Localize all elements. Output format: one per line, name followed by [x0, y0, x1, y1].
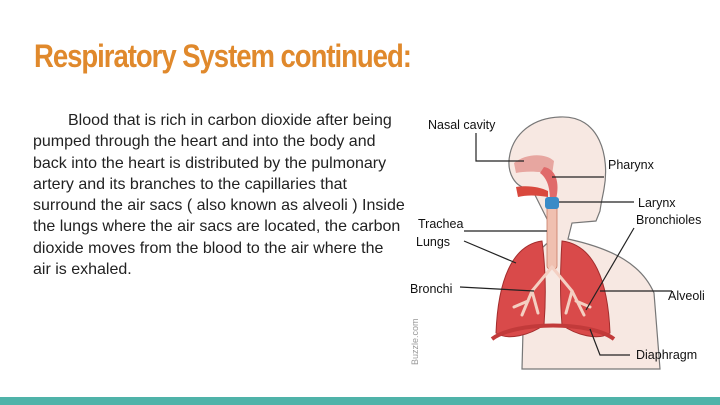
diagram-credit: Buzzle.com: [410, 318, 420, 365]
leader-bronchi: [459, 286, 535, 292]
respiratory-diagram-svg: Nasal cavity Pharynx Larynx Bronchioles …: [410, 116, 705, 370]
label-bronchioles: Bronchioles: [636, 213, 701, 227]
leader-lungs: [463, 240, 517, 264]
larynx-shape: [545, 197, 559, 209]
label-pharynx: Pharynx: [608, 158, 655, 172]
trachea-shape: [546, 198, 558, 270]
label-nasal-cavity: Nasal cavity: [428, 118, 496, 132]
leader-diaphragm: [589, 328, 630, 356]
mouth-shape: [516, 186, 548, 197]
label-trachea: Trachea: [418, 217, 463, 231]
label-diaphragm: Diaphragm: [636, 348, 697, 362]
label-lungs: Lungs: [416, 235, 450, 249]
diaphragm-shape: [490, 323, 616, 341]
leader-bronchioles: [585, 227, 635, 311]
label-bronchi: Bronchi: [410, 282, 452, 296]
bottom-accent-bar: [0, 397, 720, 405]
slide-body-text: Blood that is rich in carbon dioxide aft…: [33, 112, 405, 279]
slide-title: Respiratory System continued:: [34, 38, 412, 74]
leader-nasal-cavity: [475, 133, 524, 162]
pharynx-shape: [540, 167, 558, 201]
label-larynx: Larynx: [638, 196, 676, 210]
label-alveoli: Alveoli: [668, 289, 705, 303]
left-lung-shape: [495, 240, 546, 338]
respiratory-diagram: Nasal cavity Pharynx Larynx Bronchioles …: [404, 103, 720, 373]
